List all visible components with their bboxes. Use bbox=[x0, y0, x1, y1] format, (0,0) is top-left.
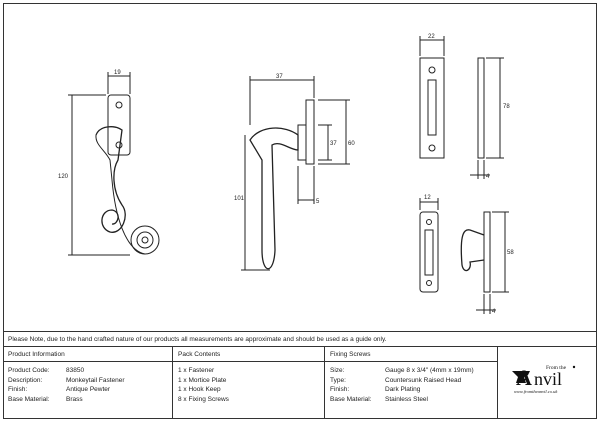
svg-text:nvil: nvil bbox=[534, 369, 562, 389]
info-row: Base Material: Stainless Steel bbox=[330, 396, 492, 406]
info-row: Product Code: 83850 bbox=[8, 367, 167, 377]
info-row: Finish: Dark Plating bbox=[330, 386, 492, 396]
value: Antique Pewter bbox=[66, 386, 111, 393]
dim-60: 60 bbox=[348, 141, 355, 147]
label: Base Material: bbox=[330, 395, 372, 403]
label: Finish: bbox=[330, 386, 350, 393]
fastener-side-view bbox=[241, 76, 350, 271]
svg-text:www.fromtheanvil.co.uk: www.fromtheanvil.co.uk bbox=[514, 389, 558, 394]
measurement-note: Please Note, due to the hand crafted nat… bbox=[3, 331, 597, 347]
list-item: 1 x Hook Keep bbox=[178, 386, 221, 393]
from-the-anvil-logo: A nvil From the www.fromtheanvil.co.uk bbox=[498, 347, 597, 419]
dim-22: 22 bbox=[428, 34, 435, 40]
svg-text:From the: From the bbox=[546, 365, 567, 371]
value: Dark Plating bbox=[385, 386, 421, 393]
section-title: Product Information bbox=[3, 347, 172, 362]
info-row: Finish: Antique Pewter bbox=[8, 386, 167, 396]
label: Description: bbox=[8, 376, 43, 384]
dim-78: 78 bbox=[503, 104, 510, 110]
section-title: Pack Contents bbox=[173, 347, 324, 362]
mortice-plate bbox=[419, 36, 504, 179]
list-item: 8 x Fixing Screws bbox=[178, 395, 229, 403]
anvil-logo-icon: A nvil From the www.fromtheanvil.co.uk bbox=[512, 365, 576, 394]
svg-text:A: A bbox=[516, 365, 532, 390]
list-item: 1 x Fastener bbox=[178, 367, 215, 374]
pack-contents: Pack Contents 1 x Fastener 1 x Mortice P… bbox=[173, 347, 325, 419]
technical-drawing: 19 120 37 37 60 101 5 22 78 4 12 58 4 bbox=[58, 34, 514, 315]
section-title: Fixing Screws bbox=[325, 347, 497, 362]
value: Brass bbox=[66, 395, 83, 403]
list-item: 1 x Mortice Plate bbox=[178, 376, 227, 384]
hook-keep bbox=[419, 198, 509, 314]
label: Type: bbox=[330, 376, 346, 384]
dim-101: 101 bbox=[234, 196, 245, 202]
dim-4: 4 bbox=[486, 174, 490, 180]
dim-4-keep: 4 bbox=[492, 309, 496, 315]
label: Size: bbox=[330, 367, 345, 374]
fastener-front-view bbox=[68, 72, 160, 256]
dim-37-plate: 37 bbox=[330, 141, 337, 147]
dim-12: 12 bbox=[424, 195, 431, 201]
info-row: Type: Countersunk Raised Head bbox=[330, 377, 492, 387]
value: Countersunk Raised Head bbox=[385, 376, 462, 384]
info-row: Base Material: Brass bbox=[8, 396, 167, 406]
info-row: Description: Monkeytail Fastener bbox=[8, 377, 167, 387]
label: Product Code: bbox=[8, 367, 50, 374]
dim-37: 37 bbox=[276, 74, 283, 80]
label: Finish: bbox=[8, 386, 28, 393]
product-information: Product Information Product Code: 83850 D… bbox=[3, 347, 173, 419]
drawing-sheet bbox=[3, 3, 597, 419]
dim-120: 120 bbox=[58, 174, 69, 180]
dim-58: 58 bbox=[507, 250, 514, 256]
fixing-screws: Fixing Screws Size: Gauge 8 x 3/4" (4mm x… bbox=[325, 347, 498, 419]
dim-19: 19 bbox=[114, 70, 121, 76]
value: Monkeytail Fastener bbox=[66, 376, 125, 384]
label: Base Material: bbox=[8, 395, 50, 403]
dim-5: 5 bbox=[316, 199, 320, 205]
info-row: Size: Gauge 8 x 3/4" (4mm x 19mm) bbox=[330, 367, 492, 377]
value: 83850 bbox=[66, 367, 85, 374]
value: Gauge 8 x 3/4" (4mm x 19mm) bbox=[385, 367, 474, 374]
value: Stainless Steel bbox=[385, 395, 428, 403]
